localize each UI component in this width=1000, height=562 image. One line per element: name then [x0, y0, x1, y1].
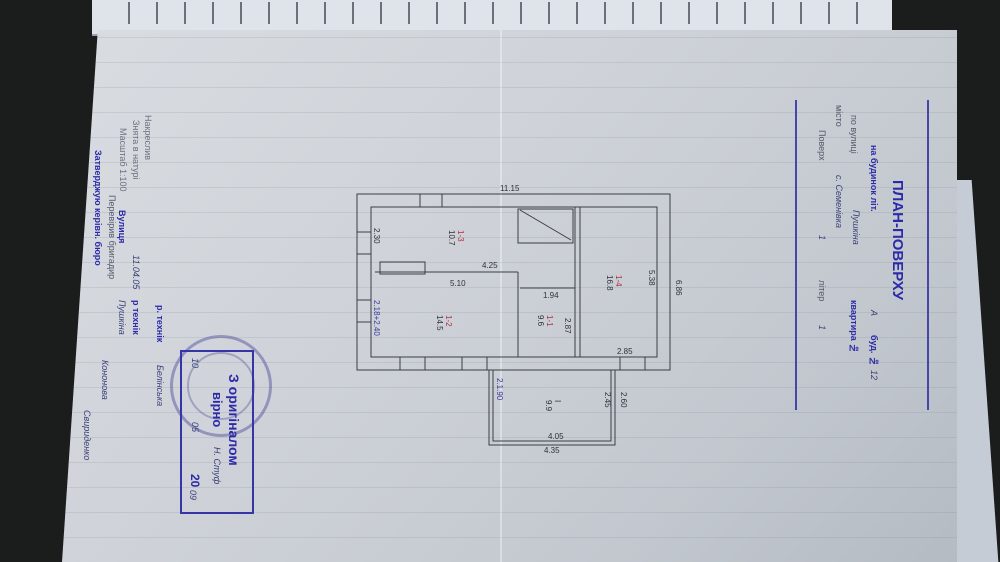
- floor-value: 1: [817, 235, 827, 241]
- stove: [517, 208, 574, 244]
- dim-side: 6.86: [674, 280, 683, 296]
- letter-value: 1: [817, 325, 827, 331]
- dim-ext-right2: 2.45: [603, 392, 612, 408]
- dim-right-room-w: 2.85: [617, 347, 633, 356]
- certified-month: 05: [190, 422, 200, 433]
- street-label-right: по вулиці: [849, 115, 859, 154]
- svg-text:9.6: 9.6: [536, 315, 545, 327]
- drawn-label: Накреслив: [143, 115, 153, 161]
- tech2-sign: Белінська: [155, 365, 165, 407]
- extension-inner: [492, 369, 612, 442]
- dim-left-top: 2.30: [372, 228, 381, 244]
- svg-text:16.8: 16.8: [605, 275, 614, 291]
- signature-3: Свириденко: [82, 410, 92, 461]
- certified-stamp: З оригіналом вірно Н. Стуф 10 05 20 09: [180, 350, 254, 514]
- dim-ext-left: 2.1.90: [495, 378, 504, 401]
- window: [619, 356, 646, 371]
- certified-signer: Н. Стуф: [212, 447, 222, 485]
- certified-year: 09: [188, 490, 198, 501]
- window: [356, 231, 372, 255]
- svg-text:1-2: 1-2: [444, 315, 453, 327]
- room-1-4: 1-4 16.8: [605, 275, 623, 291]
- room-1-3: 1-3 10.7: [447, 230, 465, 246]
- stamp-right: ПЛАН-ПОВЕРХУ на будинок літ. А буд. № 12…: [795, 100, 929, 410]
- dim-wall1: 5.10: [450, 279, 466, 288]
- letter-label: літер: [817, 280, 827, 302]
- bud-label: буд. №: [869, 335, 879, 366]
- scale-label: Масштаб 1:100: [118, 128, 128, 192]
- surveyed-date: 11.04.05: [131, 255, 141, 290]
- dim-ext-outer: 4.35: [544, 446, 560, 455]
- dim-small-room-h: 2.87: [563, 318, 572, 334]
- svg-text:10.7: 10.7: [447, 230, 456, 246]
- room-1-1: 1-1 9.6: [536, 315, 554, 327]
- dim-left-mid: 2.18+2.40: [372, 300, 381, 336]
- dim-ext-right: 2.60: [619, 392, 628, 408]
- dim-ext-inner: 4.05: [548, 432, 564, 441]
- dim-wall2: 1.94: [543, 291, 559, 300]
- street-value: Пушкіна: [117, 300, 127, 335]
- plan-title: ПЛАН-ПОВЕРХУ: [889, 180, 906, 301]
- room-extension: I 9.9: [544, 400, 562, 412]
- surveyed-label: Знята в натурі: [131, 120, 141, 180]
- round-seal: [170, 335, 272, 437]
- certified-day: 10: [190, 358, 200, 369]
- building-label: на будинок літ.: [869, 145, 879, 212]
- apartment-label: квартира №: [849, 300, 859, 354]
- certified-verified: вірно: [210, 392, 225, 428]
- floor-label: Поверх: [817, 130, 827, 161]
- certified-title: З оригіналом: [226, 374, 242, 466]
- stove-small: [379, 261, 426, 275]
- document-paper: [62, 30, 957, 562]
- window: [419, 193, 443, 208]
- city-label: місто: [834, 105, 844, 127]
- paper-fold: [500, 30, 502, 562]
- room-1-2: 1-2 14.5: [435, 315, 453, 331]
- building-value: А: [869, 310, 879, 317]
- svg-text:1-3: 1-3: [456, 230, 465, 242]
- checked-label: Перевірив бригадир: [107, 195, 117, 280]
- dim-top: 11.15: [500, 184, 520, 193]
- svg-text:14.5: 14.5: [435, 315, 444, 331]
- tech1: р технік: [131, 300, 141, 335]
- svg-text:I: I: [553, 400, 562, 402]
- window: [461, 356, 488, 371]
- window: [356, 299, 372, 323]
- svg-text:1-4: 1-4: [614, 275, 623, 287]
- inner-wall: [370, 206, 658, 358]
- approved-label: Затверджую керівн. бюро: [93, 150, 103, 266]
- approved-sign: Кононова: [100, 360, 110, 400]
- street-value-right: Пушкіна: [851, 210, 861, 245]
- tech2: р. технік: [155, 305, 165, 343]
- window: [399, 356, 426, 371]
- spiral-binding: [102, 2, 882, 24]
- dim-right-room-h: 5.38: [647, 270, 656, 286]
- svg-text:1-1: 1-1: [545, 315, 554, 327]
- street-label: Вулиця: [117, 210, 127, 244]
- city-value: с. Семенівка: [834, 175, 844, 228]
- dim-inner1: 4.25: [482, 261, 498, 270]
- certified-year-prefix: 20: [188, 474, 202, 488]
- svg-text:9.9: 9.9: [544, 400, 553, 412]
- bud-value: 12: [869, 370, 879, 381]
